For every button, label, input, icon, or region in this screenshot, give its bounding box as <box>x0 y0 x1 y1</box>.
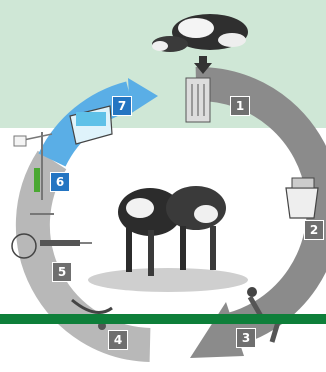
cycle-arrow-blue-head <box>128 78 158 114</box>
tube-rack-icon <box>186 78 210 122</box>
step-badge-5: 5 <box>52 262 72 282</box>
step-badge-6: 6 <box>50 172 70 192</box>
step-badge-2: 2 <box>304 220 324 240</box>
step-badge-3: 3 <box>236 328 256 348</box>
cooler-icon <box>286 178 318 218</box>
calves-illustration <box>88 186 248 292</box>
step-badge-4: 4 <box>108 330 128 350</box>
step-badge-1: 1 <box>230 96 250 116</box>
step-badge-7: 7 <box>112 96 132 116</box>
resting-cows-illustration <box>152 14 248 52</box>
divider-bar <box>0 314 326 324</box>
